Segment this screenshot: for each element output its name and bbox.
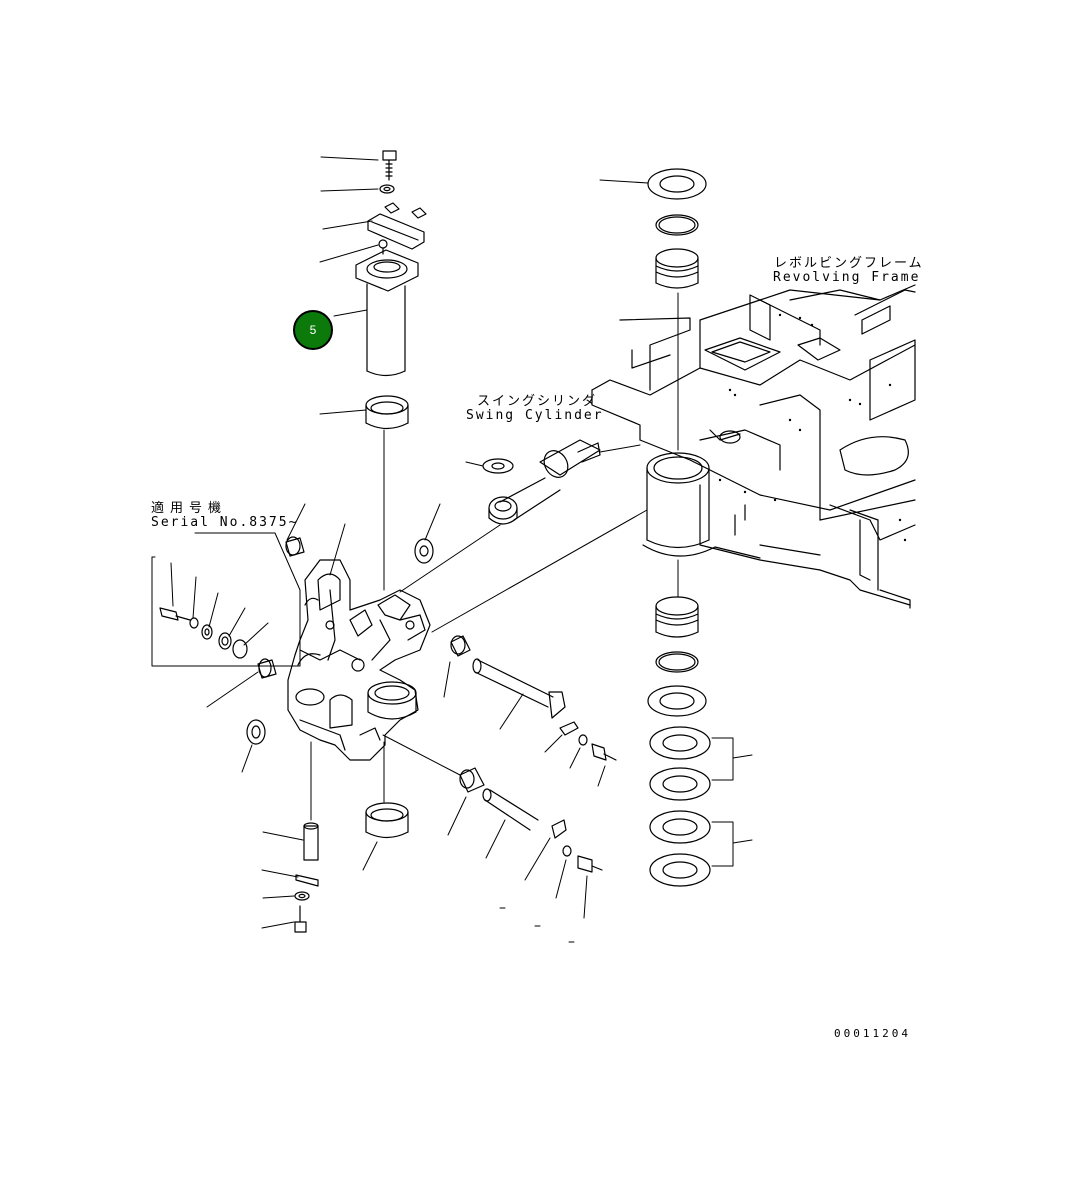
lower-seal-bushing [655,596,699,638]
left-small-parts [159,536,471,745]
swing-bracket [287,559,431,761]
lower-left-hardware [261,741,319,933]
revolving-frame-jp-label: レボルビングフレーム [774,256,924,271]
swing-cylinder-en-label: Swing Cylinder [466,408,604,423]
serial-number-label: Serial No.8375~ [151,515,299,530]
lock-plate [367,213,425,250]
upper-bushing [365,395,409,430]
callout-5-number: 5 [309,323,317,337]
middle-pins [382,658,617,943]
leader-lines-misc [151,503,648,773]
applicable-model-jp-label: 適用号機 [151,501,228,516]
swing-cylinder-jp-label: スイングシリンダ [477,394,598,409]
swing-cylinder [399,439,641,593]
pin-with-flange [355,249,419,377]
top-bolt [382,150,397,181]
leader-lines-upper [319,156,379,415]
revolving-frame [591,284,916,609]
callout-5-button[interactable]: 5 [293,310,333,350]
top-washer [379,184,395,194]
upper-seal-bushing [655,248,699,289]
lower-bushing [362,741,409,871]
figure-number-label: 00011204 [834,1027,911,1040]
right-stack [599,168,753,887]
revolving-frame-en-label: Revolving Frame [773,270,921,285]
lock-clips [384,202,427,219]
